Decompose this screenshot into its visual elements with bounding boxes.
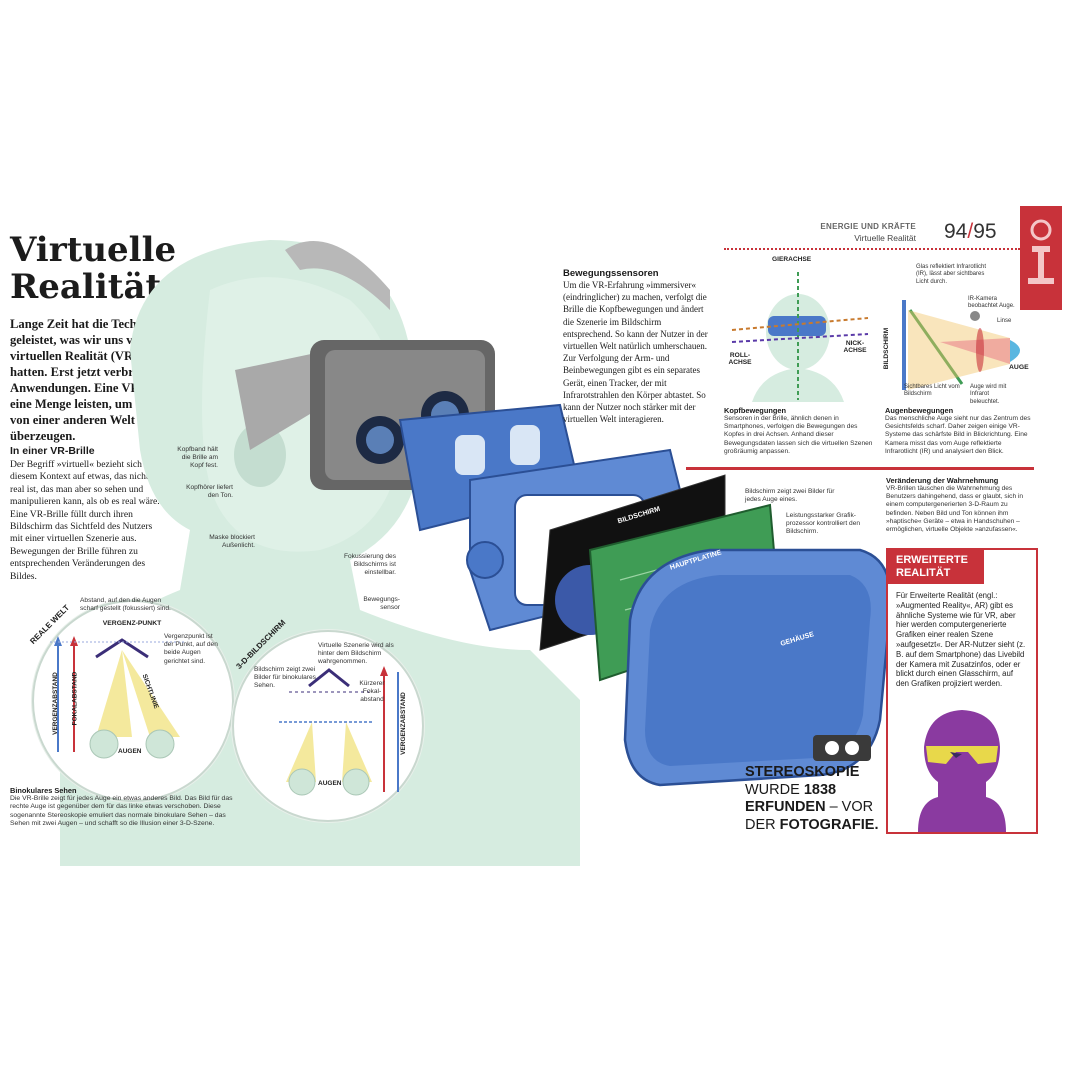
page-title-line-2: Realität bbox=[10, 267, 162, 307]
screen-3d-vergence-label: VERGENZABSTAND bbox=[399, 692, 407, 755]
eye-tracking-diagram bbox=[902, 300, 1020, 390]
ar-box-title: ERWEITERTE REALITÄT bbox=[888, 550, 984, 584]
callout-processor: Leistungsstarker Grafik-prozessor kontro… bbox=[786, 512, 861, 536]
screen-3d-screen-note: Bildschirm zeigt zwei Bilder für binokul… bbox=[254, 666, 316, 690]
page-number-separator: / bbox=[967, 220, 974, 243]
vr-parts-illustration bbox=[539, 474, 892, 787]
yaw-axis-label: GIERACHSE bbox=[772, 256, 812, 263]
perception-heading: Veränderung der Wahrnehmung bbox=[886, 476, 999, 485]
binocular-section: Binokulares Sehen Die VR-Brille zeigt fü… bbox=[10, 786, 240, 829]
microscope-icon bbox=[1020, 206, 1062, 310]
pitch-axis-label: NICK-ACHSE bbox=[843, 340, 867, 354]
focal-distance-label: FOKALABSTAND bbox=[71, 671, 79, 726]
fact-text: STEREOSKOPIE WURDE 1838 ERFUNDEN – VOR D… bbox=[745, 764, 878, 834]
eye-screen-label: BILDSCHIRM bbox=[883, 327, 891, 370]
callout-screen-info: Bildschirm zeigt zwei Bilder für jedes A… bbox=[745, 488, 835, 504]
screen-3d-focal-note: Kürzerer Fokal-abstand bbox=[359, 680, 385, 704]
ar-head-illustration bbox=[918, 710, 1006, 832]
roll-axis-label: ROLL-ACHSE bbox=[728, 352, 752, 366]
glass-note: Glas reflektiert Infrarotlicht (IR), läs… bbox=[916, 264, 987, 285]
section-header: ENERGIE UND KRÄFTE Virtuelle Realität bbox=[770, 222, 916, 243]
ear-shape bbox=[234, 423, 286, 487]
headstrap bbox=[285, 241, 390, 310]
fact-line-1: STEREOSKOPIE bbox=[745, 764, 860, 780]
fact-line-2-a: WURDE bbox=[745, 781, 804, 798]
fact-line-4: DER FOTOGRAFIE. bbox=[745, 817, 878, 835]
head-motion-text-block: Kopfbewegungen Sensoren in der Brille, ä… bbox=[724, 406, 874, 456]
page-numbers: 94/95 bbox=[944, 220, 997, 244]
fact-line-2-b: 1838 bbox=[803, 781, 837, 798]
head-motion-diagram bbox=[731, 272, 869, 402]
inside-heading: In einer VR-Brille bbox=[10, 445, 95, 457]
page-number-right: 95 bbox=[973, 220, 997, 243]
screen-3d-eyes-label: AUGEN bbox=[318, 780, 342, 787]
eye-motion-text-block: Augenbewegungen Das menschliche Auge sie… bbox=[885, 406, 1035, 456]
perception-section: Veränderung der Wahrnehmung VR-Brillen t… bbox=[886, 476, 1036, 534]
page-title: Virtuelle Realität bbox=[10, 232, 176, 306]
head-motion-text: Sensoren in der Brille, ähnlich denen in… bbox=[724, 415, 873, 455]
fact-line-3-a: ERFUNDEN bbox=[745, 799, 826, 815]
eye-label: AUGE bbox=[1009, 364, 1029, 371]
callout-focus: Fokussierung des Bildschirms ist einstel… bbox=[343, 553, 396, 577]
fact-line-3-b: – VOR bbox=[825, 799, 874, 815]
head-motion-heading: Kopfbewegungen bbox=[724, 406, 786, 415]
fact-line-4-b: FOTOGRAFIE. bbox=[779, 816, 879, 833]
eye-section-divider bbox=[686, 467, 1034, 470]
eye-motion-text: Das menschliche Auge sieht nur das Zentr… bbox=[885, 415, 1031, 455]
binocular-text: Die VR-Brille zeigt für jedes Auge ein e… bbox=[10, 795, 233, 828]
ir-light-note: Auge wird mit Infrarot beleuchtet. bbox=[970, 384, 1007, 405]
vr-glasses-icon bbox=[813, 735, 871, 761]
ar-box-text: Für Erweiterte Realität (engl.: »Augment… bbox=[896, 591, 1026, 689]
callout-headband: Kopfband hält die Brille am Kopf fest. bbox=[177, 446, 218, 470]
fact-line-2: WURDE 1838 bbox=[745, 782, 878, 800]
screen-3d-scene-note: Virtuelle Szenerie wird als hinter dem B… bbox=[318, 642, 394, 666]
motion-heading: Bewegungssensoren bbox=[563, 268, 659, 279]
vergenz-point-label: VERGENZ-PUNKT bbox=[102, 620, 162, 627]
screen-3d-diagram bbox=[232, 630, 424, 822]
real-world-focus-note: Abstand, auf den die Augen scharf gestel… bbox=[80, 597, 171, 613]
perception-text: VR-Brillen täuschen die Wahrnehmung des … bbox=[886, 485, 1024, 534]
header-divider bbox=[724, 248, 1020, 250]
inside-section: In einer VR-Brille Der Begriff »virtuell… bbox=[10, 445, 160, 583]
page-title-line-1: Virtuelle bbox=[10, 230, 177, 270]
callout-mask: Maske blockiert Außenlicht. bbox=[209, 534, 255, 550]
inside-text: Der Begriff »virtuell« bezieht sich in d… bbox=[10, 459, 160, 582]
callout-sensor: Bewegungs-sensor bbox=[363, 596, 400, 612]
real-world-diagram bbox=[32, 600, 234, 802]
visible-light-note: Sichtbares Licht vom Bildschirm bbox=[904, 384, 960, 398]
ir-camera-note: IR-Kamera beobachtet Auge. bbox=[968, 296, 1015, 310]
vergenz-note: Vergenzpunkt ist der Punkt, auf den beid… bbox=[164, 633, 218, 665]
ar-box: ERWEITERTE REALITÄT Für Erweiterte Reali… bbox=[886, 548, 1038, 834]
binocular-heading: Binokulares Sehen bbox=[10, 786, 77, 795]
eyes-label: AUGEN bbox=[118, 748, 142, 755]
lens-note: Linse bbox=[997, 318, 1012, 324]
fact-line-4-a: DER bbox=[745, 816, 780, 833]
vergence-distance-label: VERGENZABSTAND bbox=[51, 672, 59, 735]
eye-motion-heading: Augenbewegungen bbox=[885, 406, 954, 415]
motion-text: Um die VR-Erfahrung »immersiver« (eindri… bbox=[563, 280, 708, 425]
section-title: ENERGIE UND KRÄFTE bbox=[820, 222, 916, 231]
motion-sensors-section: Bewegungssensoren Um die VR-Erfahrung »i… bbox=[563, 268, 711, 425]
page-number-left: 94 bbox=[944, 220, 968, 243]
section-subtitle: Virtuelle Realität bbox=[854, 233, 916, 243]
callout-headphones: Kopfhörer liefert den Ton. bbox=[186, 484, 233, 500]
fact-line-3: ERFUNDEN – VOR bbox=[745, 799, 878, 817]
